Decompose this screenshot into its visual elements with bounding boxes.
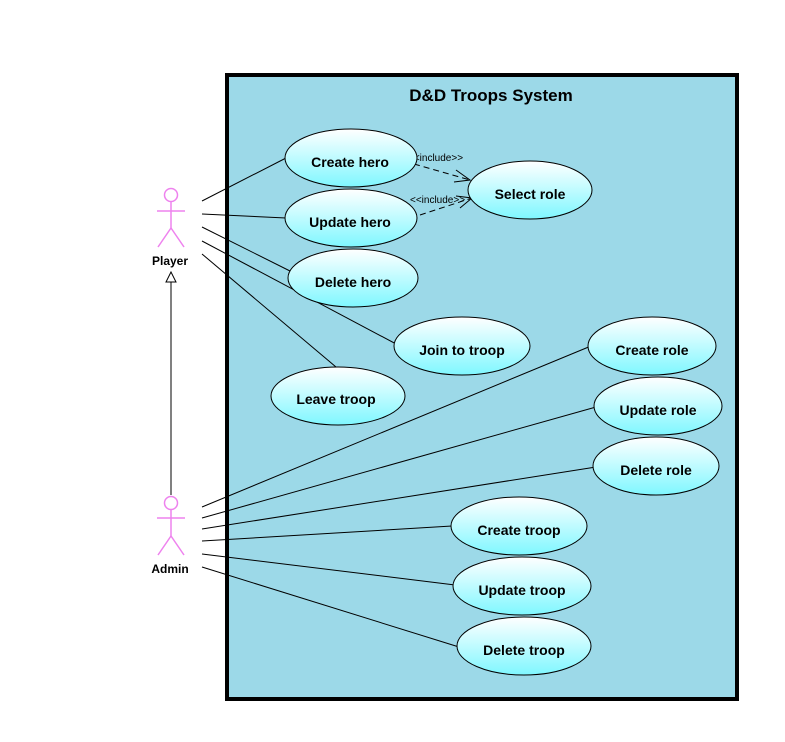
actor-admin[interactable] [157, 495, 185, 556]
assoc-admin-create-troop [201, 525, 453, 542]
assoc-player-leave-troop [201, 253, 337, 368]
use-case-select-role[interactable] [467, 160, 593, 220]
use-case-create-troop-label: Create troop [477, 522, 560, 538]
actor-player-label: Player [152, 254, 188, 268]
use-case-update-role-label: Update role [619, 402, 696, 418]
admin-head-icon [163, 495, 179, 511]
admin-associations [201, 345, 597, 648]
assoc-player-delete-hero [201, 226, 293, 273]
use-case-delete-troop[interactable] [456, 616, 592, 676]
use-case-delete-role-label: Delete role [620, 462, 692, 478]
assoc-player-update-hero [201, 213, 287, 219]
use-case-update-role[interactable] [593, 376, 723, 436]
actor-player[interactable] [157, 187, 185, 248]
use-case-select-role-label: Select role [495, 186, 566, 202]
use-case-delete-hero-label: Delete hero [315, 274, 391, 290]
use-case-create-hero[interactable] [284, 128, 418, 188]
use-case-create-hero-label: Create hero [311, 154, 389, 170]
use-case-update-troop-label: Update troop [478, 582, 565, 598]
use-case-create-role-label: Create role [615, 342, 688, 358]
player-head-icon [163, 187, 179, 203]
use-case-create-troop[interactable] [450, 496, 588, 556]
assoc-admin-delete-role [201, 466, 597, 530]
assoc-admin-update-troop [201, 553, 456, 586]
use-case-update-hero[interactable] [284, 188, 418, 248]
system-title: D&D Troops System [409, 86, 572, 105]
use-case-update-hero-label: Update hero [309, 214, 391, 230]
assoc-player-create-hero [201, 157, 287, 202]
assoc-admin-update-role [201, 406, 597, 519]
use-case-delete-hero[interactable] [287, 248, 419, 308]
use-case-delete-troop-label: Delete troop [483, 642, 565, 658]
use-case-leave-troop[interactable] [270, 366, 406, 426]
include-label-2: <<include>> [410, 195, 465, 206]
assoc-admin-delete-troop [201, 566, 460, 648]
actor-admin-label: Admin [151, 562, 188, 576]
assoc-admin-create-role [201, 345, 592, 508]
use-case-join-to-troop[interactable] [393, 316, 531, 376]
use-case-update-troop[interactable] [452, 556, 592, 616]
generalization-admin-player [165, 270, 177, 495]
use-case-create-role[interactable] [587, 316, 717, 376]
include-label-1: <<include>> [408, 153, 463, 164]
use-case-delete-role[interactable] [592, 436, 720, 496]
use-case-leave-troop-label: Leave troop [296, 391, 375, 407]
use-case-join-to-troop-label: Join to troop [419, 342, 505, 358]
include-update-hero-select-role [419, 197, 473, 216]
